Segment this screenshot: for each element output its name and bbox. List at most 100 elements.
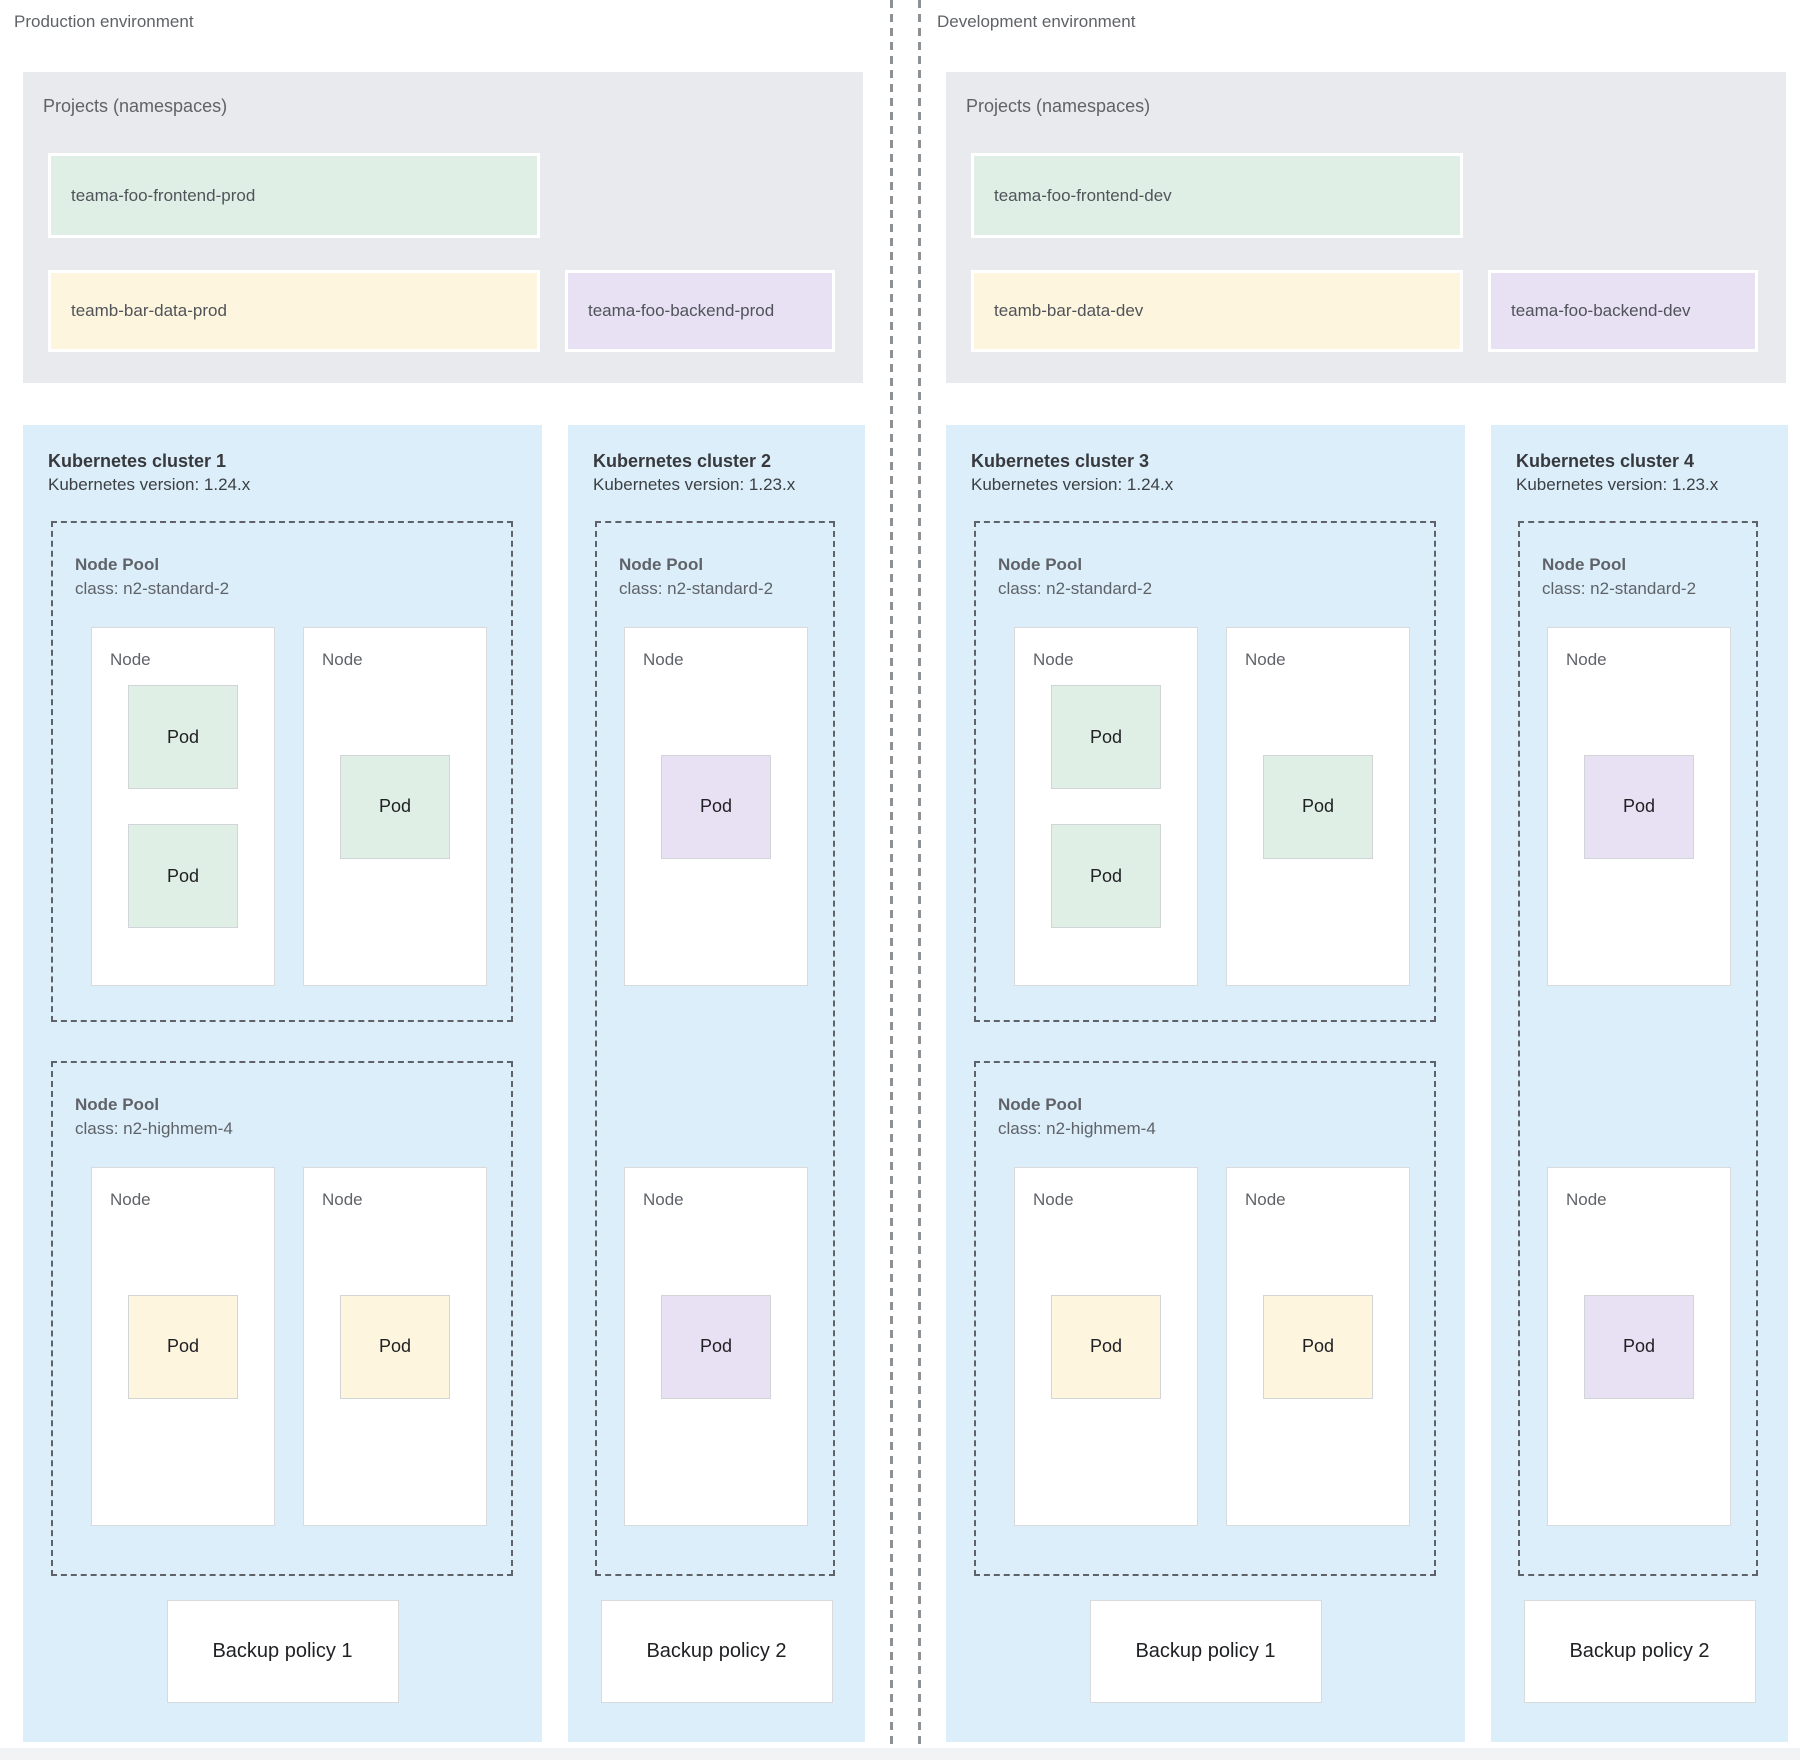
node-pool-title: Node Pool bbox=[75, 1095, 160, 1114]
pod-box: Pod bbox=[1051, 824, 1161, 928]
environment-divider-line bbox=[918, 0, 921, 1760]
cluster-version: Kubernetes version: 1.24.x bbox=[971, 475, 1174, 494]
environment-label: Development environment bbox=[937, 12, 1136, 31]
production-environment-section: Production environment Projects (namespa… bbox=[0, 0, 890, 1760]
kubernetes-cluster: Kubernetes cluster 1 Kubernetes version:… bbox=[23, 425, 542, 1742]
cluster-title: Kubernetes cluster 1 bbox=[48, 451, 227, 471]
kubernetes-cluster: Kubernetes cluster 3 Kubernetes version:… bbox=[946, 425, 1465, 1742]
pod-box: Pod bbox=[1584, 754, 1694, 859]
pod-box: Pod bbox=[1263, 754, 1373, 859]
node-pool-class: class: n2-highmem-4 bbox=[998, 1119, 1156, 1138]
node-pool-header: Node Pool class: n2-standard-2 bbox=[75, 553, 229, 601]
backup-policy-box: Backup policy 2 bbox=[1523, 1600, 1756, 1703]
pod-box: Pod bbox=[128, 1294, 238, 1399]
pod-group: Pod bbox=[1015, 1168, 1197, 1525]
cluster-title: Kubernetes cluster 3 bbox=[971, 451, 1150, 471]
node-label: Node bbox=[322, 1190, 363, 1209]
node-pool-class: class: n2-standard-2 bbox=[998, 579, 1153, 598]
node-box: Node Pod bbox=[1547, 1167, 1731, 1526]
pod-box: Pod bbox=[128, 685, 238, 789]
node-pool-class: class: n2-standard-2 bbox=[75, 579, 230, 598]
pod-box: Pod bbox=[1051, 685, 1161, 789]
node-box: Node Pod bbox=[1226, 627, 1410, 986]
bottom-edge-strip bbox=[0, 1748, 1800, 1760]
node-pool: Node Pool class: n2-highmem-4 Node Pod N… bbox=[974, 1061, 1436, 1576]
node-box: Node Pod bbox=[91, 1167, 275, 1526]
cluster-version: Kubernetes version: 1.23.x bbox=[593, 475, 796, 494]
node-label: Node bbox=[1566, 1190, 1607, 1209]
node-pool: Node Pool class: n2-standard-2 Node Pod … bbox=[1518, 521, 1758, 1576]
node-pool: Node Pool class: n2-standard-2 Node Pod … bbox=[51, 521, 513, 1022]
backup-policy-box: Backup policy 1 bbox=[1089, 1600, 1322, 1703]
pod-box: Pod bbox=[1584, 1294, 1694, 1399]
node-pool-class: class: n2-standard-2 bbox=[619, 579, 774, 598]
node-pool-class: class: n2-highmem-4 bbox=[75, 1119, 233, 1138]
pod-group: Pod bbox=[1227, 1168, 1409, 1525]
node-label: Node bbox=[1033, 1190, 1074, 1209]
node-pool-header: Node Pool class: n2-standard-2 bbox=[1542, 553, 1696, 601]
pod-group: Pod bbox=[304, 1168, 486, 1525]
node-pool-title: Node Pool bbox=[1542, 555, 1627, 574]
backup-policy-box: Backup policy 2 bbox=[600, 1600, 833, 1703]
environment-label: Production environment bbox=[14, 12, 194, 31]
pod-group: Pod Pod bbox=[92, 628, 274, 985]
node-label: Node bbox=[110, 1190, 151, 1209]
node-label: Node bbox=[1033, 650, 1074, 669]
pod-box: Pod bbox=[1263, 1294, 1373, 1399]
node-pool-header: Node Pool class: n2-highmem-4 bbox=[75, 1093, 233, 1141]
node-box: Node Pod bbox=[303, 627, 487, 986]
pod-group: Pod bbox=[1227, 628, 1409, 985]
node-box: Node Pod bbox=[624, 627, 808, 986]
node-box: Node Pod bbox=[1014, 1167, 1198, 1526]
pod-box: Pod bbox=[340, 754, 450, 859]
node-label: Node bbox=[643, 650, 684, 669]
node-label: Node bbox=[110, 650, 151, 669]
project-namespace-box: teama-foo-frontend-dev bbox=[971, 153, 1463, 238]
kubernetes-cluster: Kubernetes cluster 4 Kubernetes version:… bbox=[1491, 425, 1788, 1742]
node-label: Node bbox=[1245, 1190, 1286, 1209]
pod-group: Pod bbox=[625, 1168, 807, 1525]
cluster-version: Kubernetes version: 1.24.x bbox=[48, 475, 251, 494]
pod-box: Pod bbox=[661, 1294, 771, 1399]
projects-panel-title: Projects (namespaces) bbox=[43, 96, 228, 116]
node-box: Node Pod bbox=[1547, 627, 1731, 986]
pod-group: Pod bbox=[1548, 628, 1730, 985]
pod-group: Pod Pod bbox=[1015, 628, 1197, 985]
project-namespace-box: teamb-bar-data-dev bbox=[971, 270, 1463, 352]
node-label: Node bbox=[643, 1190, 684, 1209]
node-pool-title: Node Pool bbox=[998, 1095, 1083, 1114]
node-pool: Node Pool class: n2-highmem-4 Node Pod N… bbox=[51, 1061, 513, 1576]
pod-box: Pod bbox=[661, 754, 771, 859]
pod-group: Pod bbox=[625, 628, 807, 985]
cluster-title: Kubernetes cluster 2 bbox=[593, 451, 772, 471]
project-namespace-box: teamb-bar-data-prod bbox=[48, 270, 540, 352]
node-pool: Node Pool class: n2-standard-2 Node Pod … bbox=[974, 521, 1436, 1022]
node-box: Node Pod bbox=[303, 1167, 487, 1526]
development-environment-section: Development environment Projects (namesp… bbox=[923, 0, 1800, 1760]
node-pool-title: Node Pool bbox=[998, 555, 1083, 574]
pod-group: Pod bbox=[92, 1168, 274, 1525]
node-label: Node bbox=[1245, 650, 1286, 669]
pod-box: Pod bbox=[128, 824, 238, 928]
project-namespace-box: teama-foo-backend-prod bbox=[565, 270, 835, 352]
node-pool-header: Node Pool class: n2-standard-2 bbox=[619, 553, 773, 601]
node-pool-class: class: n2-standard-2 bbox=[1542, 579, 1697, 598]
backup-policy-box: Backup policy 1 bbox=[166, 1600, 399, 1703]
projects-panel: Projects (namespaces) teama-foo-frontend… bbox=[23, 72, 863, 383]
pod-group: Pod bbox=[1548, 1168, 1730, 1525]
node-pool-header: Node Pool class: n2-standard-2 bbox=[998, 553, 1152, 601]
node-pool-title: Node Pool bbox=[619, 555, 704, 574]
node-label: Node bbox=[322, 650, 363, 669]
project-namespace-box: teama-foo-backend-dev bbox=[1488, 270, 1758, 352]
node-box: Node Pod Pod bbox=[1014, 627, 1198, 986]
pod-group: Pod bbox=[304, 628, 486, 985]
project-namespace-box: teama-foo-frontend-prod bbox=[48, 153, 540, 238]
node-pool-title: Node Pool bbox=[75, 555, 160, 574]
node-pool-header: Node Pool class: n2-highmem-4 bbox=[998, 1093, 1156, 1141]
pod-box: Pod bbox=[1051, 1294, 1161, 1399]
projects-panel-title: Projects (namespaces) bbox=[966, 96, 1151, 116]
node-pool: Node Pool class: n2-standard-2 Node Pod … bbox=[595, 521, 835, 1576]
kubernetes-cluster: Kubernetes cluster 2 Kubernetes version:… bbox=[568, 425, 865, 1742]
node-label: Node bbox=[1566, 650, 1607, 669]
